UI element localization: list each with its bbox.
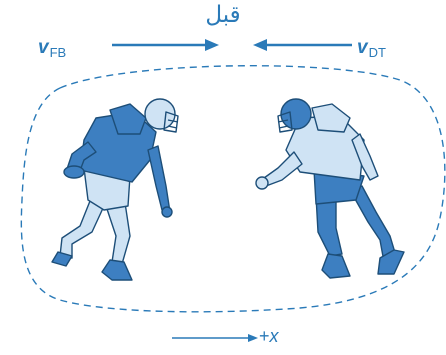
velocity-dt-symbol: v bbox=[357, 37, 368, 58]
x-axis-label: +x bbox=[259, 326, 279, 347]
velocity-fb-symbol: v bbox=[38, 37, 49, 58]
football-player-icon bbox=[255, 98, 405, 279]
system-boundary bbox=[20, 65, 446, 313]
x-axis-arrow bbox=[172, 334, 258, 342]
velocity-dt-label: vDT bbox=[357, 37, 386, 60]
velocity-fb-label: vFB bbox=[38, 37, 67, 60]
arrow-fb bbox=[112, 39, 219, 51]
x-axis-sign: + bbox=[259, 326, 270, 346]
velocity-fb-subscript: FB bbox=[49, 45, 67, 60]
x-axis-var: x bbox=[269, 326, 279, 346]
football-player-icon bbox=[51, 98, 179, 281]
velocity-dt-subscript: DT bbox=[368, 45, 386, 60]
arrow-dt bbox=[253, 39, 352, 51]
page-title: قبل bbox=[205, 2, 241, 28]
